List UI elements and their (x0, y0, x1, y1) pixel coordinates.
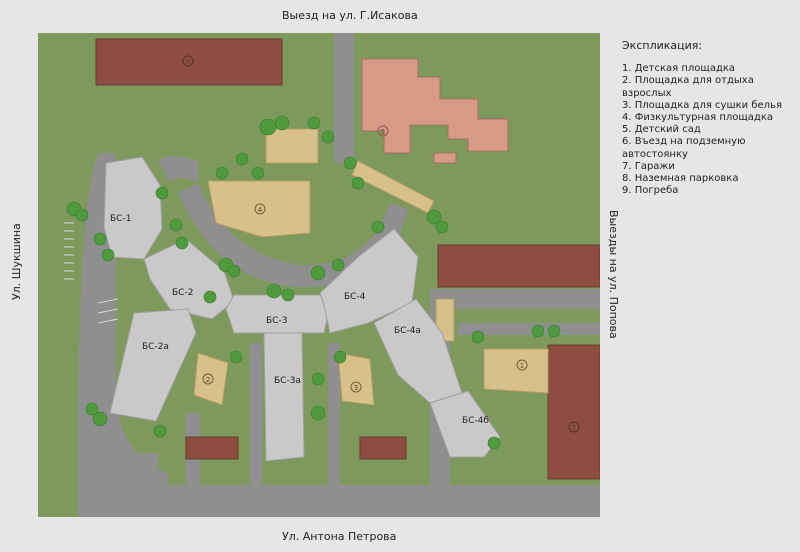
street-label-left: Ул. Шукшина (10, 223, 23, 300)
building-bs3a (263, 332, 305, 462)
legend-item: 3. Площадка для сушки белья (622, 99, 782, 111)
marker-garage-top: 9 (186, 58, 190, 66)
parking-left (64, 222, 119, 324)
marker-garage-right: 7 (572, 424, 576, 432)
building-bs1 (103, 156, 163, 260)
playgrounds (193, 128, 549, 406)
marker-playground-left: 2 (206, 376, 210, 384)
playground-top (265, 128, 319, 164)
marker-kindergarten: 5 (381, 128, 385, 136)
street-label-right: Выезды на ул. Попова (607, 210, 620, 339)
building-bs3 (225, 294, 331, 334)
legend-item: 6. Въезд на подземную автостоянку (622, 136, 746, 160)
label-bs4: БС-4 (344, 292, 366, 302)
garages (95, 38, 600, 480)
garage-bottom-mid (359, 436, 407, 460)
legend-item: 5. Детский сад (622, 124, 701, 136)
legend-item: 8. Наземная парковка (622, 173, 739, 185)
marker-playground-bottom: 3 (354, 384, 358, 392)
label-bs2a: БС-2а (142, 342, 169, 352)
site-markers: 5 4 1 2 3 7 9 (182, 55, 580, 433)
playground-bottom-right (337, 352, 375, 406)
label-bs1: БС-1 (110, 214, 131, 224)
legend-panel: Экспликация: 1. Детская площадка 2. Площ… (622, 39, 794, 197)
legend-title: Экспликация: (622, 39, 703, 52)
playground-center (207, 180, 311, 238)
kindergarten-building (361, 58, 509, 154)
label-bs3a: БС-3а (274, 376, 301, 386)
garage-right-bottom (547, 344, 600, 480)
street-label-bottom: Ул. Антона Петрова (282, 530, 397, 543)
legend-item: 1. Детская площадка (622, 63, 736, 75)
label-bs3: БС-3 (266, 316, 287, 326)
legend-list: 1. Детская площадка 2. Площадка для отды… (622, 63, 794, 197)
legend-item: 7. Гаражи (622, 160, 675, 172)
garage-right-top (437, 244, 600, 288)
label-bs2: БС-2 (172, 288, 193, 298)
garage-bottom-left (185, 436, 239, 460)
site-plan-map: БС-1 БС-2 БС-2а БС-3 БС-3а БС-4 БС-4а БС… (38, 33, 600, 517)
garage-top-left (95, 38, 283, 86)
legend-item: 4. Физкультурная площадка (622, 112, 774, 124)
label-bs4b: БС-4б (462, 416, 489, 426)
legend-item: 9. Погреба (622, 185, 679, 197)
playground-left-bottom (193, 352, 229, 406)
marker-playground-center: 4 (258, 206, 263, 214)
label-bs4a: БС-4а (394, 326, 421, 336)
residential-buildings (103, 156, 501, 462)
legend-item: 2. Площадка для отдыха взрослых (622, 75, 754, 99)
building-bs2a (109, 308, 197, 422)
marker-playground-right: 1 (520, 362, 524, 370)
street-label-top: Выезд на ул. Г.Исакова (282, 9, 418, 22)
trees (66, 115, 561, 450)
playground-lower-right (483, 348, 549, 394)
